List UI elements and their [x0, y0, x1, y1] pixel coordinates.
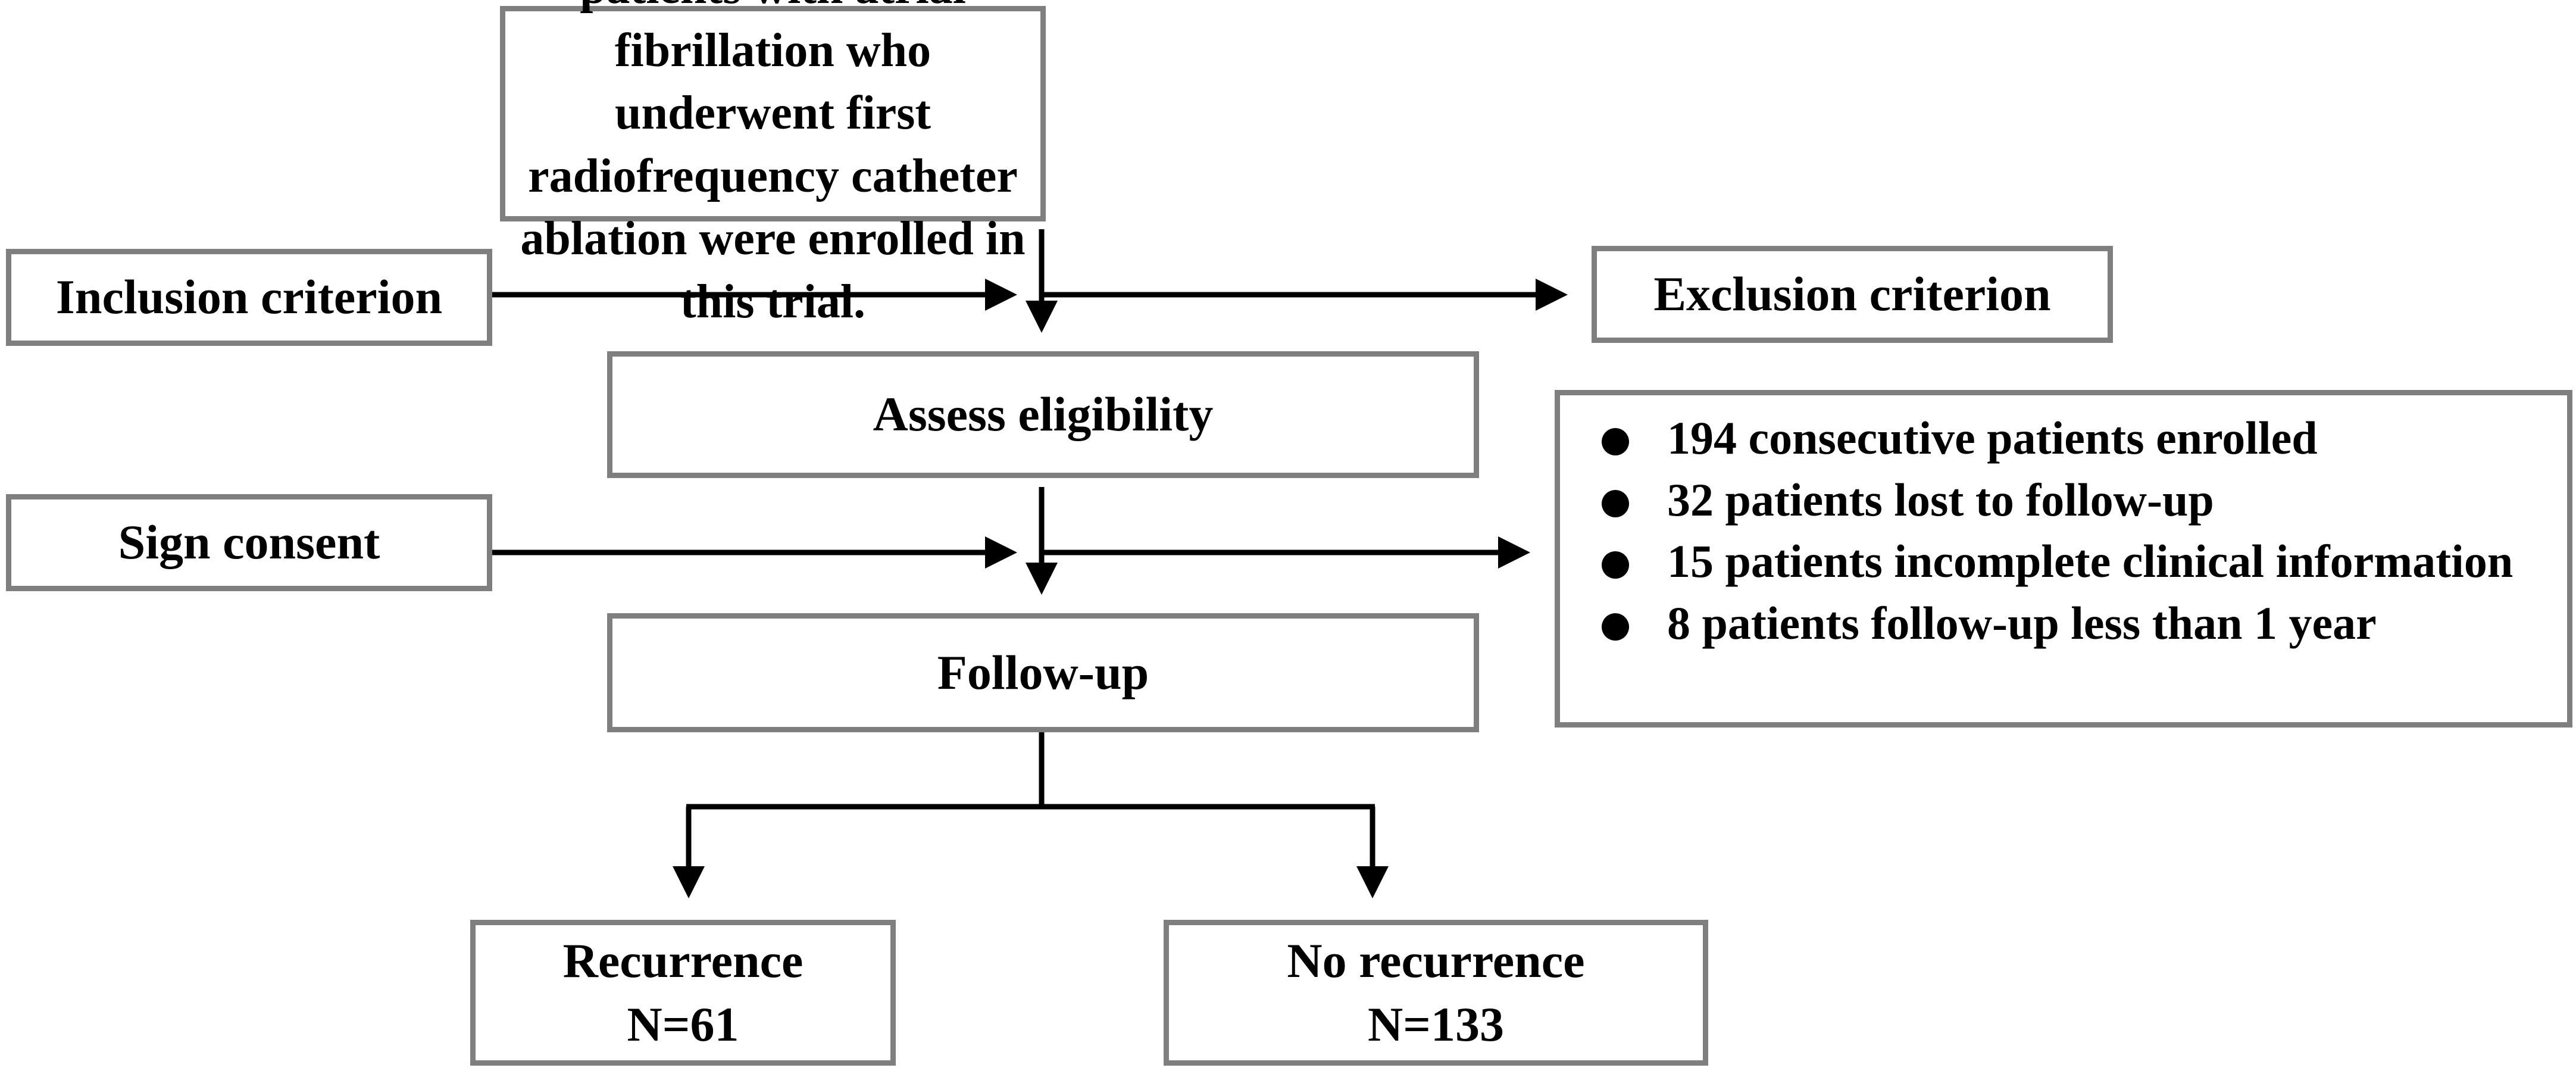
sign-consent-box: Sign consent — [6, 494, 492, 591]
assess-eligibility-label: Assess eligibility — [873, 387, 1214, 442]
no-recurrence-box: No recurrence N=133 — [1164, 920, 1708, 1066]
follow-up-box: Follow-up — [607, 613, 1479, 732]
exclusion-detail-item: 32 patients lost to follow-up — [1578, 472, 2549, 528]
exclusion-detail-item: 8 patients follow-up less than 1 year — [1578, 595, 2549, 651]
exclusion-label: Exclusion criterion — [1653, 267, 2051, 321]
no-recurrence-count: N=133 — [1368, 997, 1504, 1051]
exclusion-detail-item: 194 consecutive patients enrolled — [1578, 410, 2549, 466]
sign-consent-label: Sign consent — [118, 515, 380, 570]
follow-up-label: Follow-up — [937, 645, 1149, 700]
no-recurrence-label: No recurrence — [1287, 933, 1585, 988]
inclusion-label: Inclusion criterion — [55, 270, 443, 324]
assess-eligibility-box: Assess eligibility — [607, 351, 1479, 478]
bullet-icon — [1602, 489, 1629, 517]
recurrence-label: Recurrence — [562, 933, 804, 988]
recurrence-box: Recurrence N=61 — [470, 920, 896, 1066]
enrollment-box: From 1/2019 to 12/2020, patients with at… — [500, 0, 1046, 328]
exclusion-detail-text: 194 consecutive patients enrolled — [1667, 412, 2318, 464]
bullet-icon — [1602, 551, 1629, 579]
inclusion-box: Inclusion criterion — [6, 249, 492, 346]
exclusion-detail-item: 15 patients incomplete clinical informat… — [1578, 533, 2549, 589]
exclusion-details-box: 194 consecutive patients enrolled 32 pat… — [1555, 390, 2572, 728]
bullet-icon — [1602, 428, 1629, 455]
exclusion-detail-text: 32 patients lost to follow-up — [1667, 473, 2214, 526]
exclusion-detail-text: 8 patients follow-up less than 1 year — [1667, 597, 2377, 649]
recurrence-count: N=61 — [627, 997, 739, 1051]
enrollment-text: From 1/2019 to 12/2020, patients with at… — [520, 0, 1026, 328]
exclusion-detail-text: 15 patients incomplete clinical informat… — [1667, 535, 2514, 588]
exclusion-box: Exclusion criterion — [1592, 246, 2113, 343]
bullet-icon — [1602, 613, 1629, 641]
